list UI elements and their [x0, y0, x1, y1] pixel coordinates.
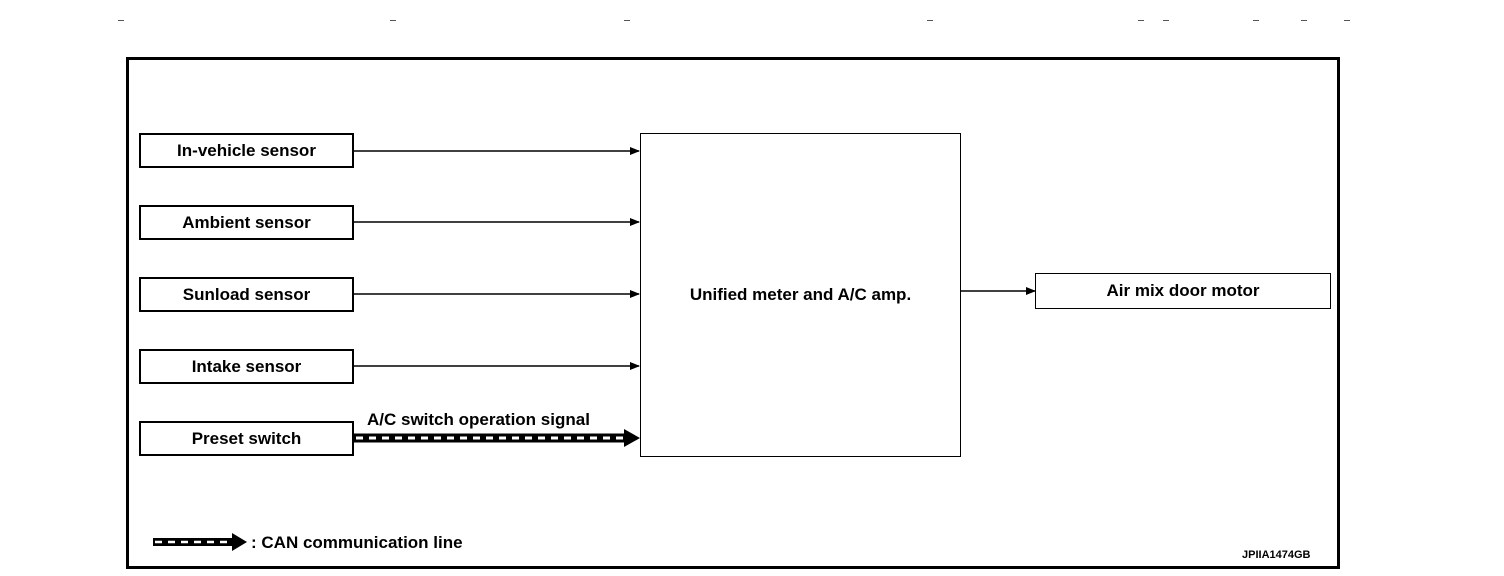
header-tick: [927, 20, 933, 21]
header-tick: [1163, 20, 1169, 21]
can-line: [354, 429, 640, 447]
ambient-sensor-label: Ambient sensor: [182, 212, 311, 232]
intake-sensor-label: Intake sensor: [191, 356, 302, 376]
header-tick: [1301, 20, 1307, 21]
preset-switch-box: Preset switch: [139, 421, 354, 456]
header-tick: [118, 20, 124, 21]
in-vehicle-sensor-box: In-vehicle sensor: [139, 133, 354, 168]
header-tick: [1253, 20, 1259, 21]
controller-label: Unified meter and A/C amp.: [689, 285, 912, 304]
legend-can-symbol: [153, 533, 247, 551]
sunload-sensor-box: Sunload sensor: [139, 277, 354, 312]
signal-label: A/C switch operation signal: [367, 410, 590, 429]
figure-code: JPIIA1474GB: [1242, 549, 1311, 561]
ambient-sensor-box: Ambient sensor: [139, 205, 354, 240]
header-tick: [624, 20, 630, 21]
sunload-sensor-label: Sunload sensor: [182, 284, 311, 304]
header-tick: [1138, 20, 1144, 21]
output-box: Air mix door motor: [1035, 273, 1331, 309]
header-tick: [1344, 20, 1350, 21]
in-vehicle-sensor-label: In-vehicle sensor: [177, 140, 316, 160]
controller-box: Unified meter and A/C amp.: [640, 133, 961, 457]
diagram-frame: [126, 57, 1340, 569]
legend-text: : CAN communication line: [251, 533, 463, 552]
header-tick: [390, 20, 396, 21]
output-label: Air mix door motor: [1106, 281, 1260, 300]
preset-switch-label: Preset switch: [191, 428, 302, 448]
intake-sensor-box: Intake sensor: [139, 349, 354, 384]
